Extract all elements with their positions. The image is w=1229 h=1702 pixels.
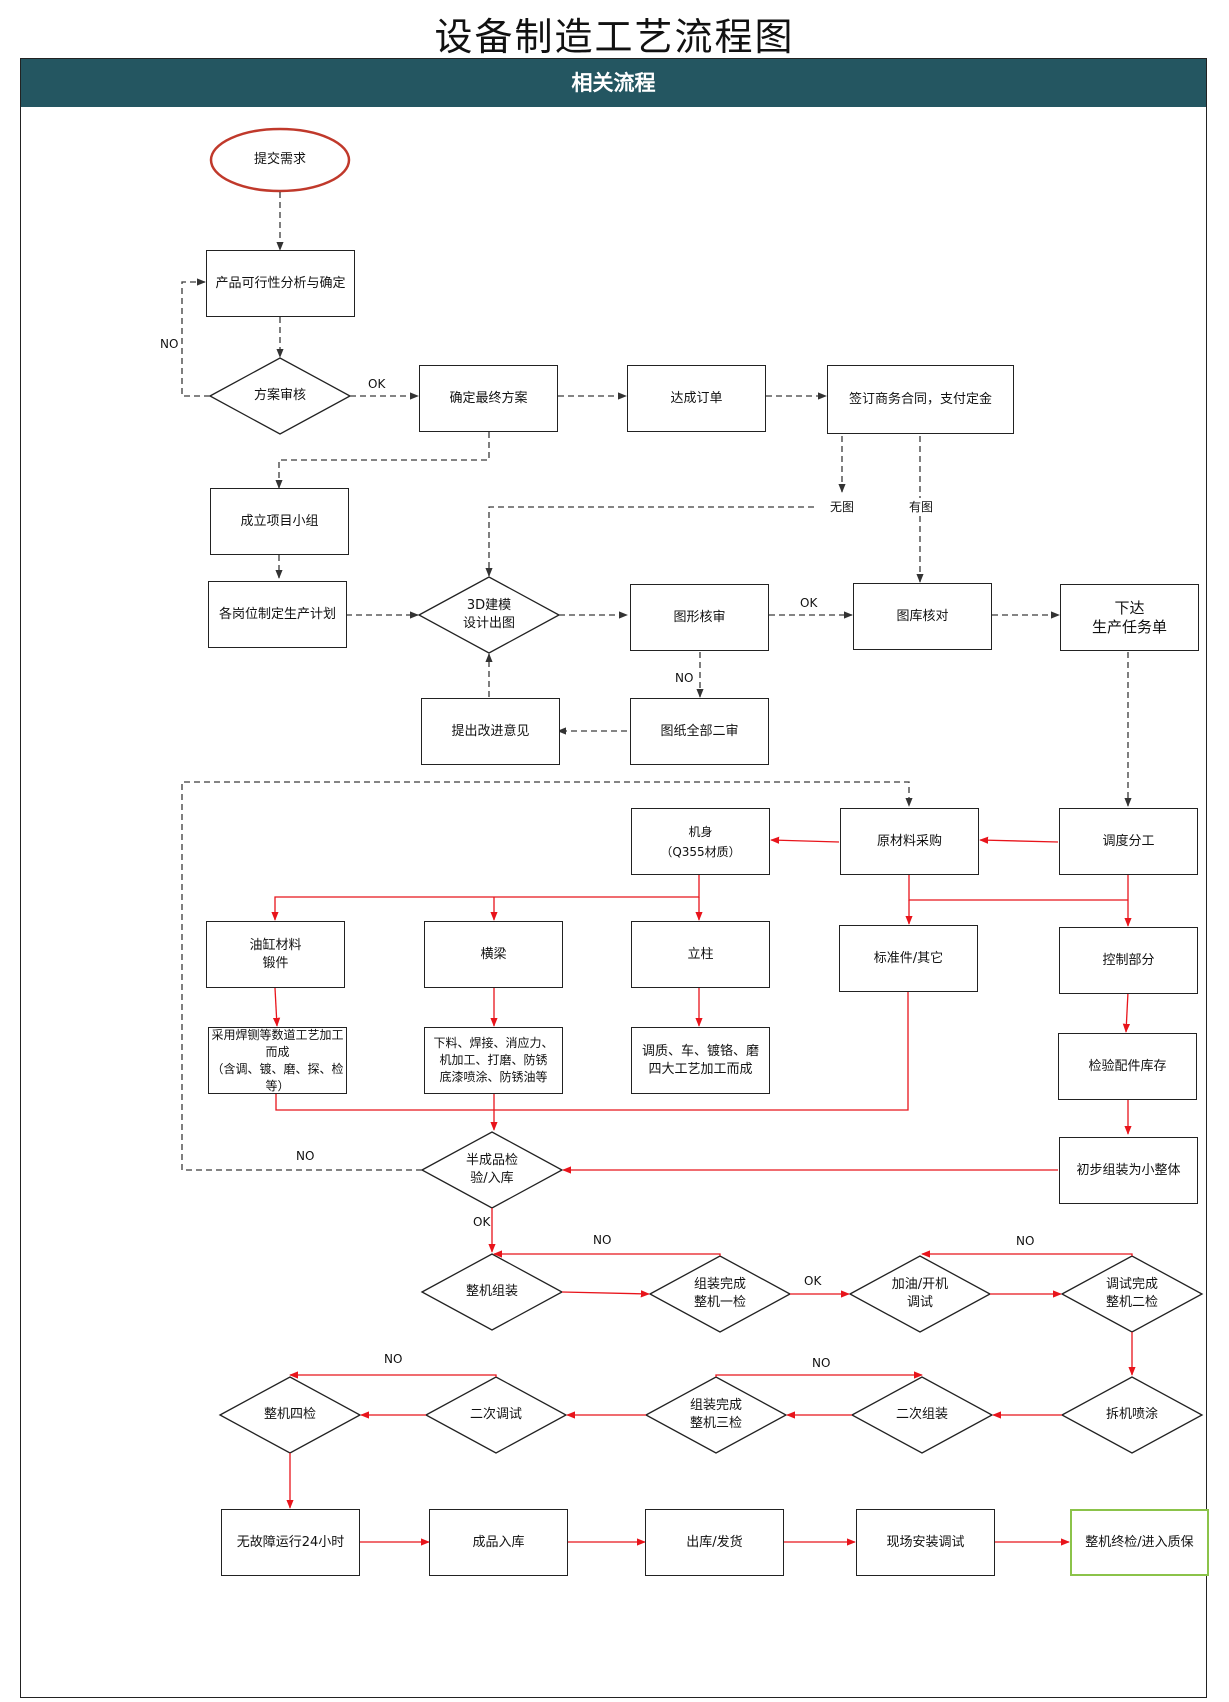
node-check3: 组装完成 整机三检 <box>689 1398 742 1431</box>
diamond-check3 <box>644 1376 788 1454</box>
node-body: 机身 （Q355材质） <box>631 808 770 875</box>
diagram-frame <box>20 58 1207 1698</box>
node-reassembly: 二次组装 <box>895 1407 948 1422</box>
node-improvement: 提出改进意见 <box>421 698 560 765</box>
diamond-semi-inspect <box>420 1131 564 1209</box>
node-check1: 组装完成 整机一检 <box>693 1277 746 1310</box>
node-install: 现场安装调试 <box>856 1509 995 1576</box>
label-ok-semi: OK <box>473 1215 491 1229</box>
node-library-check: 图库核对 <box>853 583 992 650</box>
label-has-drawing: 有图 <box>907 498 936 515</box>
node-dispatch: 调度分工 <box>1059 808 1198 875</box>
section-header: 相关流程 <box>21 59 1206 107</box>
node-disassemble-paint: 拆机喷涂 <box>1105 1407 1158 1422</box>
node-parts-storage: 检验配件库存 <box>1058 1033 1197 1100</box>
node-contract: 签订商务合同，支付定金 <box>827 365 1014 434</box>
node-pre-assembly: 初步组装为小整体 <box>1059 1137 1198 1204</box>
diamond-check4 <box>218 1376 362 1454</box>
node-issue-task: 下达 生产任务单 <box>1060 584 1199 651</box>
node-drawing-review: 图形核审 <box>630 584 769 651</box>
node-final-check: 整机终检/进入质保 <box>1070 1509 1209 1576</box>
node-ship: 出库/发货 <box>645 1509 784 1576</box>
node-raw-material: 原材料采购 <box>840 808 979 875</box>
node-project-team: 成立项目小组 <box>210 488 349 555</box>
node-plan-review: 方案审核 <box>253 388 306 403</box>
label-ok-plan: OK <box>368 377 386 391</box>
node-beam: 横梁 <box>424 921 563 988</box>
node-cylinder: 油缸材料 锻件 <box>206 921 345 988</box>
label-no-feasibility: NO <box>160 337 179 351</box>
node-semi-inspect: 半成品检 验/入库 <box>465 1153 518 1186</box>
node-beam-process: 下料、焊接、消应力、 机加工、打磨、防锈 底漆喷涂、防锈油等 <box>424 1027 563 1094</box>
label-ok-review: OK <box>800 596 818 610</box>
node-order: 达成订单 <box>627 365 766 432</box>
node-column: 立柱 <box>631 921 770 988</box>
node-production-plan: 各岗位制定生产计划 <box>208 581 347 648</box>
label-no-check4: NO <box>384 1352 403 1366</box>
label-no-check3: NO <box>812 1356 831 1370</box>
label-no-review: NO <box>675 671 694 685</box>
node-check2: 调试完成 整机二检 <box>1105 1277 1158 1310</box>
node-stock-in: 成品入库 <box>429 1509 568 1576</box>
node-second-review: 图纸全部二审 <box>630 698 769 765</box>
page-title: 设备制造工艺流程图 <box>434 15 795 59</box>
node-feasibility: 产品可行性分析与确定 <box>206 250 355 317</box>
node-oil-start: 加油/开机 调试 <box>891 1277 949 1310</box>
diamond-second-debug <box>424 1376 568 1454</box>
node-assembly: 整机组装 <box>465 1284 518 1299</box>
node-submit-request: 提交需求 <box>253 152 306 167</box>
node-run24: 无故障运行24小时 <box>221 1509 360 1576</box>
label-no-check1: NO <box>593 1233 612 1247</box>
node-cylinder-process: 采用焊铡等数道工艺加工而成 （含调、镀、磨、探、检等） <box>208 1027 347 1094</box>
label-no-semi: NO <box>296 1149 315 1163</box>
node-modeling: 3D建模 设计出图 <box>462 598 515 631</box>
label-no-drawing: 无图 <box>828 498 857 515</box>
node-check4: 整机四检 <box>263 1407 316 1422</box>
diamond-check2 <box>1060 1255 1204 1333</box>
node-control: 控制部分 <box>1059 927 1198 994</box>
node-second-debug: 二次调试 <box>469 1407 522 1422</box>
label-no-check2: NO <box>1016 1234 1035 1248</box>
node-standard-parts: 标准件/其它 <box>839 925 978 992</box>
node-final-plan: 确定最终方案 <box>419 365 558 432</box>
diamond-disassemble <box>1060 1376 1204 1454</box>
start-oval-shape <box>209 127 351 193</box>
label-ok-check1: OK <box>804 1274 822 1288</box>
diamond-reassembly <box>850 1376 994 1454</box>
node-column-process: 调质、车、镀铬、磨 四大工艺加工而成 <box>631 1027 770 1094</box>
